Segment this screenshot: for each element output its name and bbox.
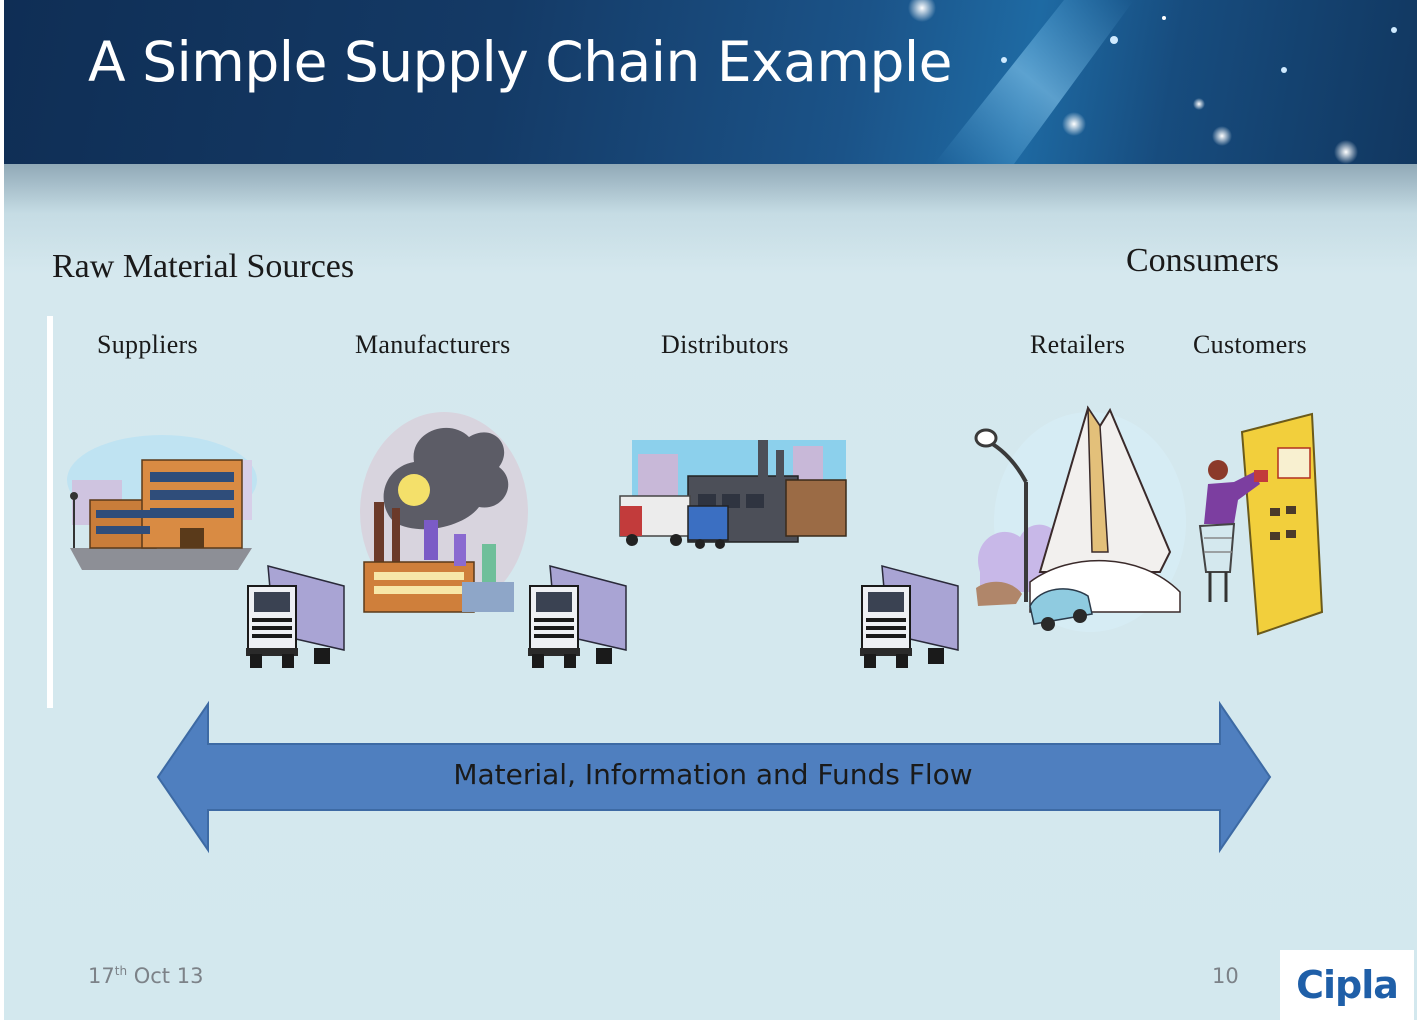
stage-label-customers: Customers xyxy=(1193,330,1307,359)
warehouse-icon xyxy=(619,440,847,549)
shopper-icon xyxy=(1198,412,1324,636)
page-number: 10 xyxy=(1212,964,1239,988)
divider-line xyxy=(47,316,53,708)
star-field xyxy=(908,0,1397,164)
header-shadow xyxy=(4,164,1417,274)
shopping-mall-icon xyxy=(974,405,1186,632)
office-building-icon xyxy=(67,435,257,570)
stage-label-manufacturers: Manufacturers xyxy=(355,330,511,359)
flow-arrow xyxy=(156,700,1272,854)
title-banner: A Simple Supply Chain Example xyxy=(4,0,1417,164)
raw-material-sources-label: Raw Material Sources xyxy=(52,248,355,285)
slide-title: A Simple Supply Chain Example xyxy=(88,30,953,94)
stage-label-suppliers: Suppliers xyxy=(97,330,198,359)
logo-text: Cipla xyxy=(1296,963,1399,1007)
consumers-label: Consumers xyxy=(1126,242,1279,279)
truck-icon xyxy=(528,565,627,668)
date-rest: Oct 13 xyxy=(127,964,204,988)
slide: A Simple Supply Chain Example Raw Materi… xyxy=(4,0,1417,1020)
stage-label-distributors: Distributors xyxy=(661,330,789,359)
truck-icon xyxy=(860,565,959,668)
truck-icon xyxy=(246,565,345,668)
stage-label-retailers: Retailers xyxy=(1030,330,1126,359)
flow-label: Material, Information and Funds Flow xyxy=(453,758,973,791)
cipla-logo: Cipla xyxy=(1280,950,1414,1020)
factory-icon xyxy=(360,412,528,613)
date-suffix: th xyxy=(114,964,128,978)
footer-date: 17th Oct 13 xyxy=(88,964,203,988)
date-day: 17 xyxy=(88,964,115,988)
